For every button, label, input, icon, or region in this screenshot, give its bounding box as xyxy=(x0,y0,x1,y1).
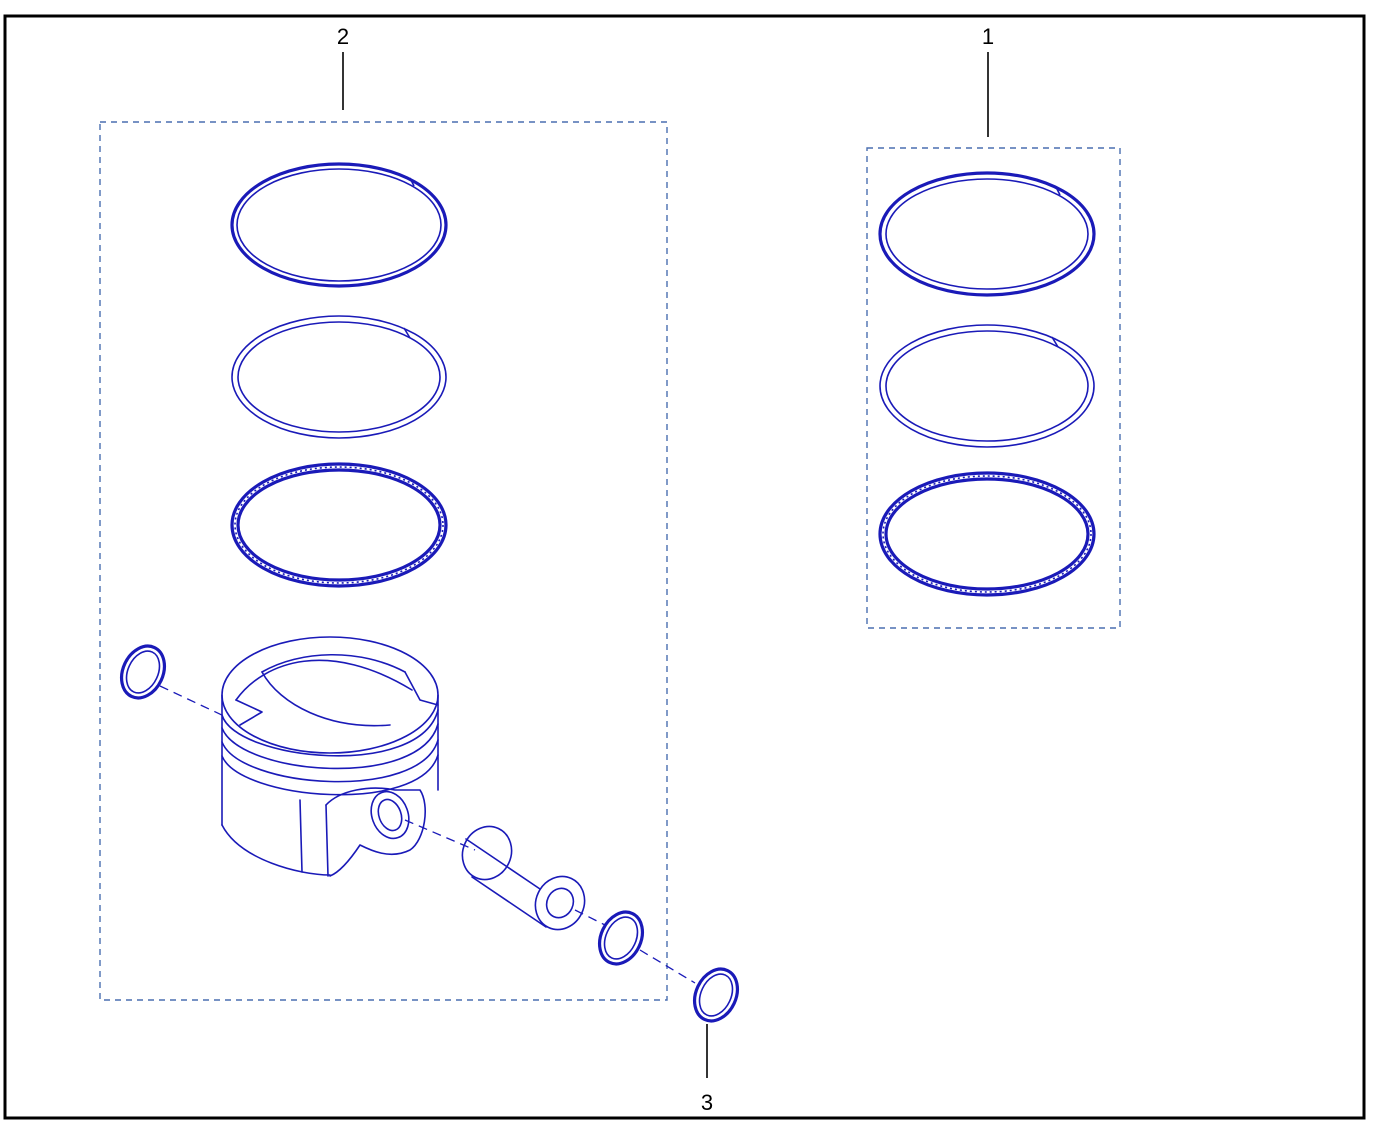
retaining-clip-callout-3 xyxy=(692,967,740,1023)
retaining-clip-left xyxy=(119,644,167,700)
group-box-ring-set xyxy=(866,147,1121,629)
pin-axis-line-middle xyxy=(404,819,476,851)
diagram-frame xyxy=(3,14,1366,1120)
callout-1[interactable]: 1 xyxy=(982,24,994,137)
group-box-piston-assembly xyxy=(99,121,668,1001)
piston xyxy=(221,636,439,877)
pin-axis-line-right xyxy=(574,909,606,926)
pin-axis-line-clip xyxy=(639,949,696,984)
callout-number-3: 3 xyxy=(701,1090,713,1115)
oil-control-ring xyxy=(230,462,448,588)
callout-3[interactable]: 3 xyxy=(701,1024,713,1115)
ring-set-oil-control xyxy=(878,471,1096,597)
piston-pin xyxy=(461,825,586,931)
pin-axis-line-left xyxy=(159,685,225,717)
retaining-clip-right xyxy=(597,910,645,966)
callout-number-2: 2 xyxy=(337,24,349,49)
callout-number-1: 1 xyxy=(982,24,994,49)
callout-2[interactable]: 2 xyxy=(337,24,349,110)
ring-set-compression-second xyxy=(879,324,1095,448)
compression-ring-top xyxy=(230,162,448,288)
ring-set-compression-top xyxy=(878,171,1096,297)
compression-ring-second xyxy=(231,315,447,439)
